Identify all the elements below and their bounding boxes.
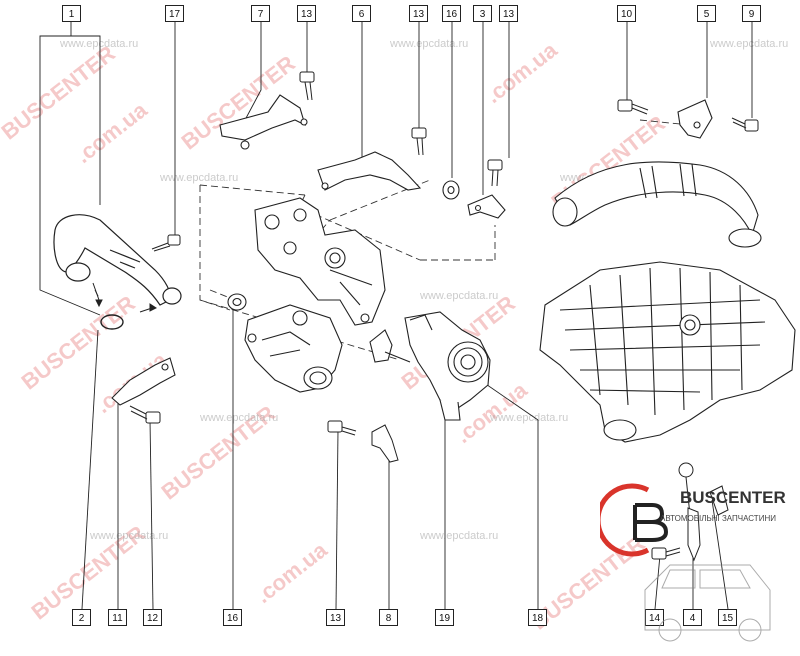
callout-11: 11	[108, 609, 127, 626]
callout-1: 1	[62, 5, 81, 22]
callout-6: 6	[352, 5, 371, 22]
callout-13: 13	[326, 609, 345, 626]
callout-8: 8	[379, 609, 398, 626]
callout-16: 16	[223, 609, 242, 626]
callout-3: 3	[473, 5, 492, 22]
callout-13: 13	[297, 5, 316, 22]
logo-name: BUSCENTER	[680, 488, 786, 507]
callout-13: 13	[409, 5, 428, 22]
callout-2: 2	[72, 609, 91, 626]
callout-5: 5	[697, 5, 716, 22]
callout-16: 16	[442, 5, 461, 22]
logo-tagline: АВТОМОБІЛЬНІ ЗАПЧАСТИНИ	[660, 514, 776, 523]
callout-12: 12	[143, 609, 162, 626]
buscenter-logo	[600, 483, 771, 642]
callout-4: 4	[683, 609, 702, 626]
callout-10: 10	[617, 5, 636, 22]
callout-17: 17	[165, 5, 184, 22]
callout-15: 15	[718, 609, 737, 626]
callout-18: 18	[528, 609, 547, 626]
callout-7: 7	[251, 5, 270, 22]
callout-13: 13	[499, 5, 518, 22]
callout-19: 19	[435, 609, 454, 626]
callout-9: 9	[742, 5, 761, 22]
